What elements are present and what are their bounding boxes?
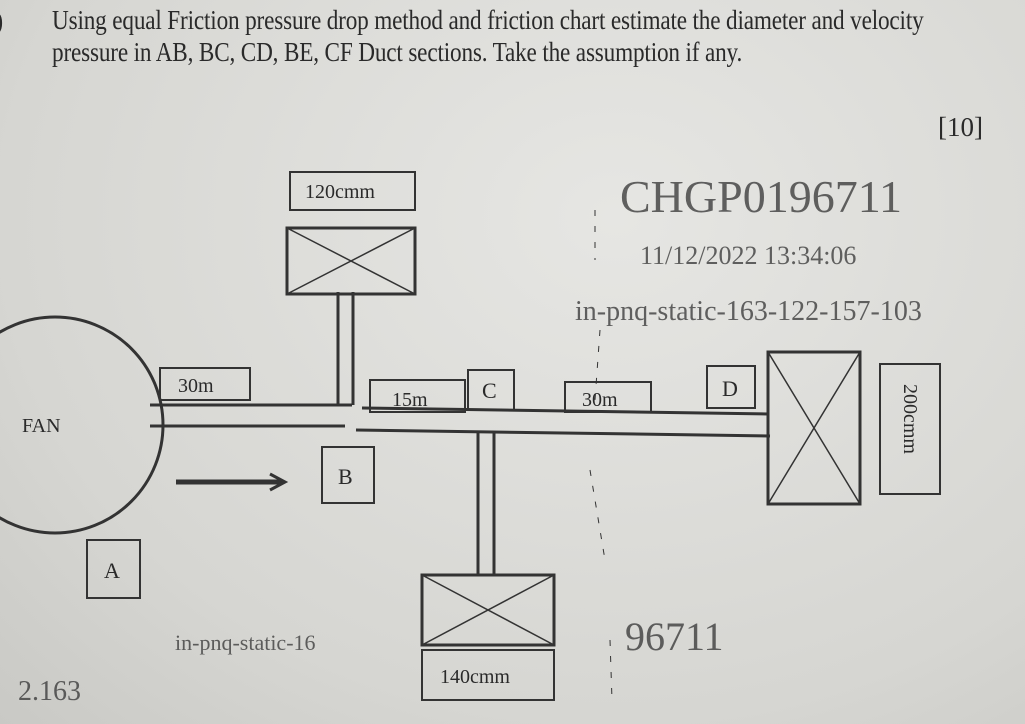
branch-duct-B — [336, 292, 355, 405]
outlet-B-box — [285, 226, 417, 296]
node-C-label: C — [482, 378, 497, 403]
node-B-label: B — [338, 464, 353, 489]
outlet-C-x — [421, 574, 555, 646]
question-marks: [10] — [938, 112, 983, 142]
node-box-A — [86, 539, 141, 599]
flow-C: 140cmm — [440, 666, 510, 688]
watermark-fragment-left: 2.163 — [18, 676, 81, 707]
main-duct-bottom — [150, 424, 771, 438]
length-box-C-D — [564, 381, 652, 413]
flow-label-box-D — [879, 363, 941, 495]
watermark-timestamp: 11/12/2022 13:34:06 — [640, 241, 856, 270]
node-A-label: A — [104, 558, 120, 583]
outlet-D-box — [766, 350, 862, 506]
flow-B: 120cmm — [305, 181, 375, 203]
node-D-label: D — [722, 376, 738, 401]
watermark-main: CHGP0196711 — [620, 171, 902, 222]
length-box-fan-B — [159, 367, 251, 401]
watermark-fragment-bottom: 96711 — [625, 614, 724, 659]
watermark-fragment-top: in-pnq-static-16 — [175, 630, 316, 655]
question-number-fragment: ) — [0, 6, 3, 38]
flow-label-box-C — [421, 649, 555, 701]
fan-label: FAN — [22, 415, 61, 437]
branch-duct-C — [476, 432, 496, 575]
flow-label-box-B — [289, 171, 416, 211]
length-B-C: 15m — [392, 389, 428, 411]
question-text: Using equal Friction pressure drop metho… — [52, 5, 924, 67]
flow-arrow-head — [269, 472, 289, 492]
node-box-D — [706, 365, 756, 409]
length-C-D: 30m — [582, 389, 618, 411]
fold-crease — [589, 210, 613, 701]
node-box-C — [467, 369, 515, 411]
outlet-B-x — [286, 227, 416, 295]
length-fan-B: 30m — [178, 375, 214, 397]
node-box-B — [321, 446, 375, 504]
outlet-D-x — [767, 351, 861, 505]
length-box-B-C — [369, 379, 466, 413]
watermark-source: in-pnq-static-163-122-157-103 — [575, 296, 922, 327]
flow-D: 200cmm — [899, 384, 921, 454]
outlet-C-box — [420, 573, 556, 647]
